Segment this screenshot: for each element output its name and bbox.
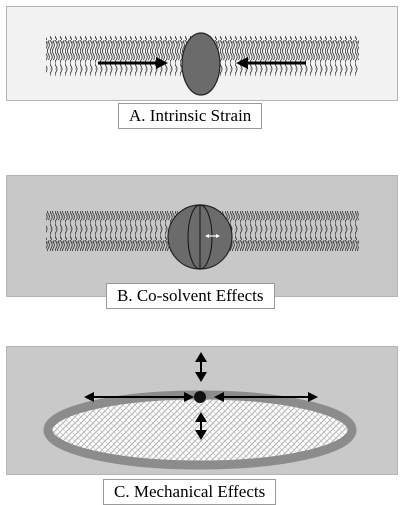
- panel-label-b: B. Co-solvent Effects: [106, 283, 275, 309]
- arrow-right-icon: [98, 57, 168, 69]
- panel-label-c: C. Mechanical Effects: [103, 479, 277, 505]
- arrow-left-icon: [236, 57, 306, 69]
- membrane-protein-a: [181, 32, 221, 96]
- panel-label-a: A. Intrinsic Strain: [118, 103, 263, 129]
- double-headed-arrow-icon: [195, 352, 207, 382]
- double-headed-arrow-icon: [195, 412, 207, 440]
- double-headed-arrow-icon: [84, 392, 194, 402]
- membrane-protein-c: [194, 391, 206, 403]
- membrane-protein-b: [167, 204, 233, 270]
- double-headed-arrow-icon: [205, 234, 220, 238]
- double-headed-arrow-icon: [214, 392, 318, 402]
